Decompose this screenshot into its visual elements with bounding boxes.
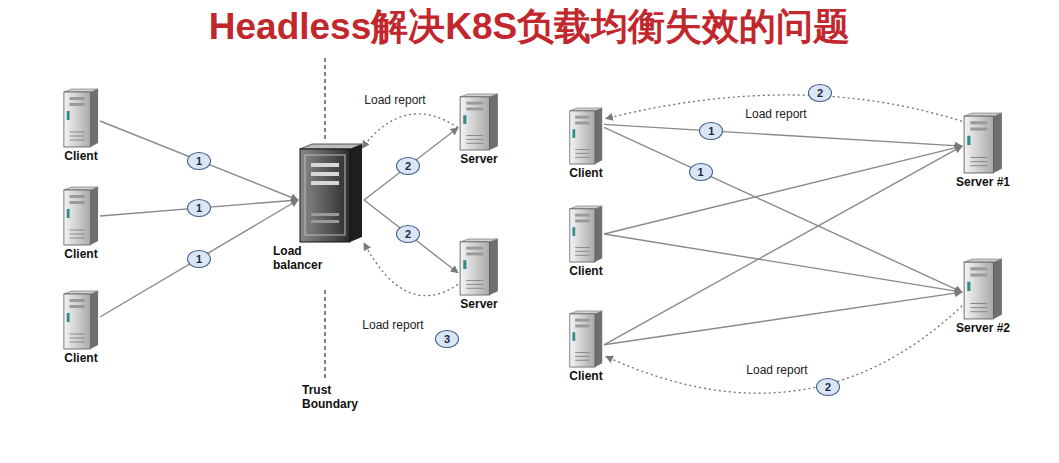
node-label: Client <box>568 265 604 279</box>
node-label: Load balancer <box>273 245 337 273</box>
node-label: Server #2 <box>955 322 1012 336</box>
server-icon <box>962 112 1004 174</box>
node-label: Client <box>568 370 604 384</box>
request-line <box>604 292 962 345</box>
server-icon-node: Client <box>62 290 100 366</box>
server-icon <box>458 238 500 296</box>
server-icon <box>568 205 604 263</box>
node-label: Client <box>62 352 100 366</box>
server-icon <box>62 290 100 350</box>
server-icon-node: Client <box>568 310 604 384</box>
load-report-arrow <box>606 95 962 121</box>
callout-number: 2 <box>396 157 420 175</box>
request-line <box>604 146 962 234</box>
callout-number: 3 <box>435 330 459 348</box>
callout-number: 1 <box>689 163 713 181</box>
edge-label: Load report <box>744 363 809 377</box>
server-icon-node: Client <box>62 88 100 164</box>
request-line <box>604 234 962 292</box>
server-icon-node: Client <box>62 186 100 262</box>
request-line <box>364 128 458 200</box>
edge-label: Load report <box>743 107 808 121</box>
request-line <box>100 200 298 317</box>
node-label: Server <box>458 298 500 312</box>
node-label: Client <box>62 150 100 164</box>
node-label: Server #1 <box>955 176 1012 190</box>
load-balancer-icon <box>298 143 364 243</box>
title: Headless解决K8S负载均衡失效的问题 <box>0 2 1059 52</box>
load-report-arrow <box>362 114 458 148</box>
callout-number: 1 <box>699 122 723 140</box>
request-line <box>364 200 458 273</box>
server-icon-node: Server #2 <box>955 258 1012 336</box>
server-icon <box>962 258 1004 320</box>
edge-label: Load report <box>362 93 427 107</box>
callout-number: 2 <box>816 378 840 396</box>
trust-boundary-line <box>324 290 325 378</box>
server-icon-node: Client <box>568 107 604 181</box>
server-icon <box>458 93 500 151</box>
load-report-arrow <box>606 306 962 393</box>
request-line <box>100 200 298 216</box>
server-icon <box>568 107 604 165</box>
server-icon-node: Server <box>458 93 500 167</box>
load-report-arrow <box>364 243 458 296</box>
edge-label: Load report <box>360 318 425 332</box>
request-line <box>604 127 962 292</box>
node-label: Client <box>568 167 604 181</box>
request-line <box>604 124 962 146</box>
server-icon-node: Server #1 <box>955 112 1012 190</box>
trust-boundary-line <box>324 58 325 140</box>
node-label: Server <box>458 153 500 167</box>
request-line <box>604 146 962 345</box>
callout-number: 1 <box>187 199 211 217</box>
server-icon <box>62 186 100 246</box>
server-icon <box>568 310 604 368</box>
boundary-label: Trust Boundary <box>302 383 368 412</box>
request-line <box>100 121 298 200</box>
server-icon-node: Client <box>568 205 604 279</box>
node-label: Client <box>62 248 100 262</box>
callout-number: 2 <box>808 84 832 102</box>
callout-number: 2 <box>396 225 420 243</box>
server-icon <box>62 88 100 148</box>
server-icon-node: Load balancer <box>273 143 364 273</box>
callout-number: 1 <box>187 152 211 170</box>
server-icon-node: Server <box>458 238 500 312</box>
callout-number: 1 <box>187 250 211 268</box>
